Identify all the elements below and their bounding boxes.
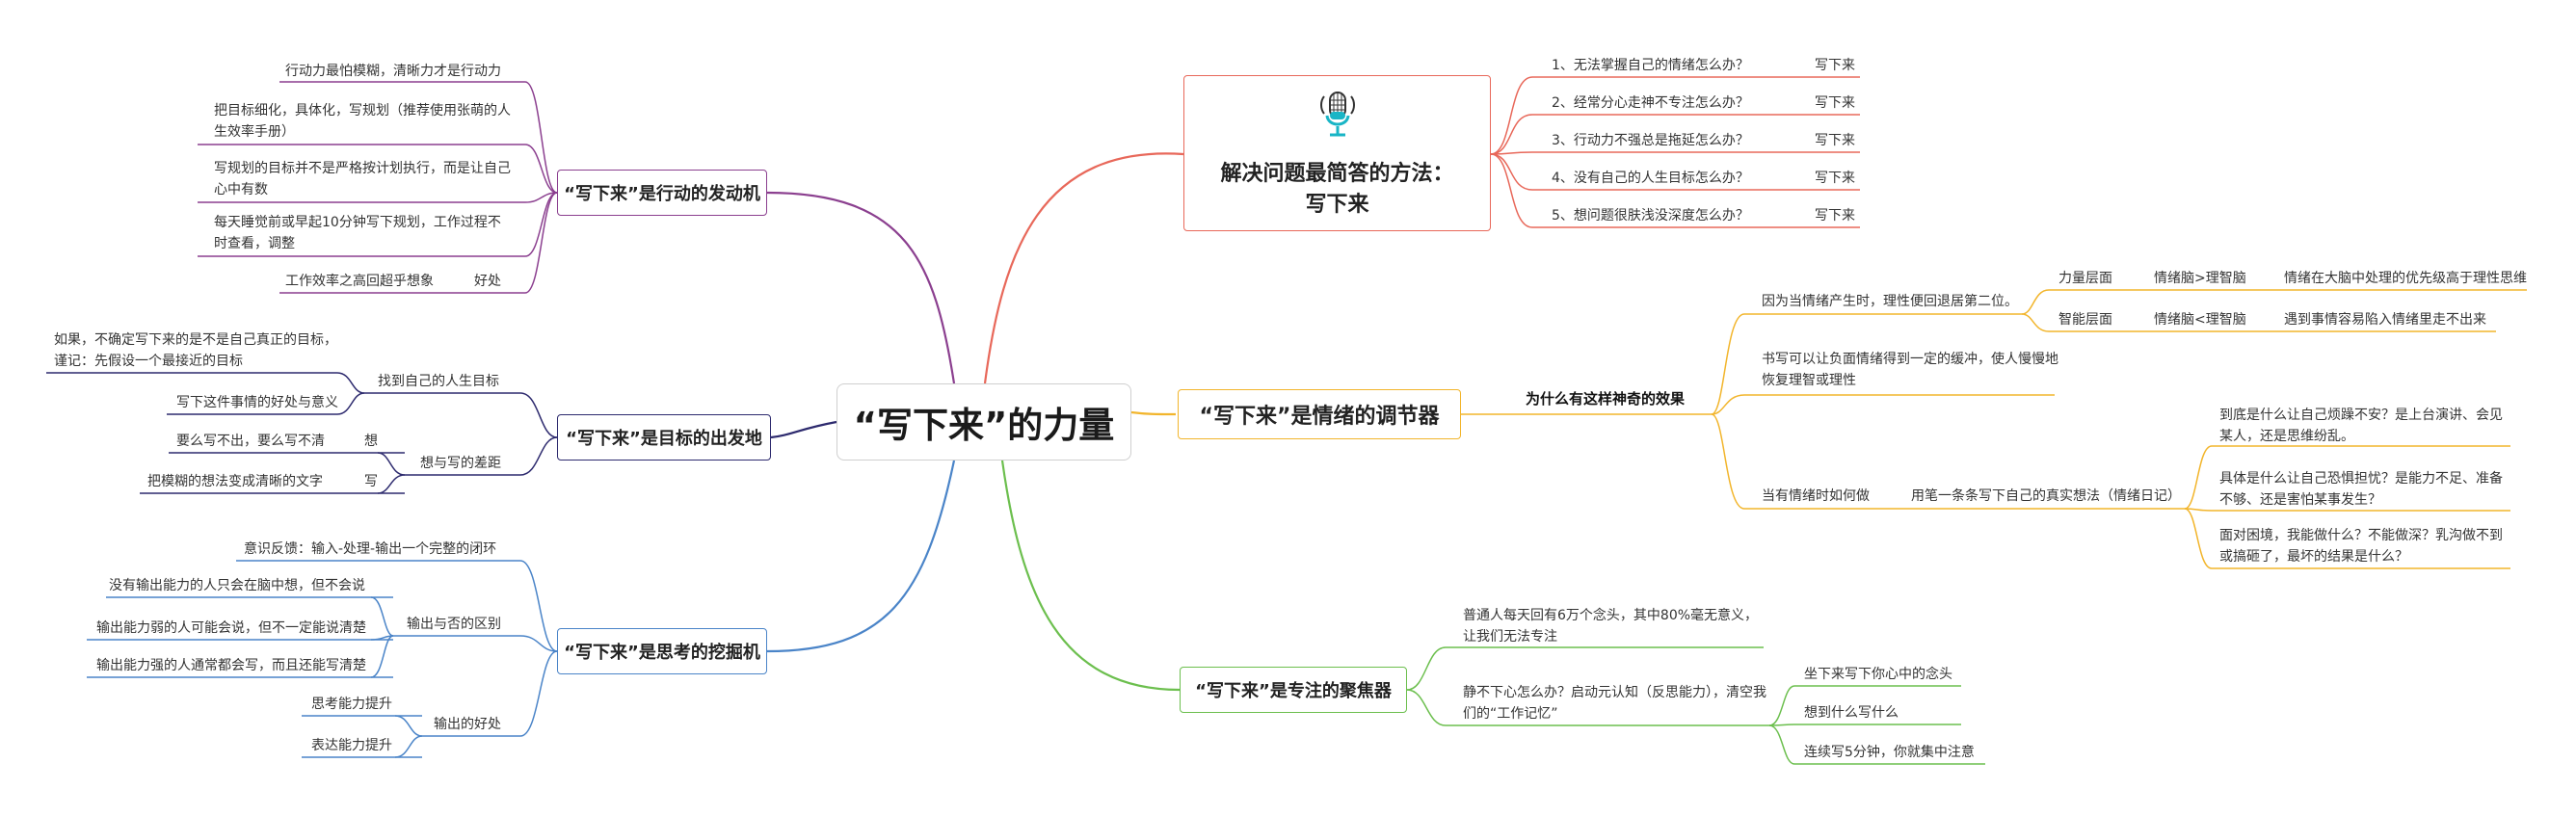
goal-find-item[interactable]: 写下这件事情的好处与意义 [176, 395, 338, 410]
connector-root-emotion [1130, 410, 1177, 416]
method-question[interactable]: 3、行动力不强总是拖延怎么办？ [1552, 133, 1749, 148]
thinking-diff-label[interactable]: 输出与否的区别 [407, 617, 501, 632]
goal-topic[interactable]: “写下来”是目标的出发地 [557, 414, 771, 461]
goal-gap-tag[interactable]: 想 [364, 434, 378, 449]
emotion-smart-relation[interactable]: 情绪脑<理智脑 [2154, 312, 2246, 328]
thinking-benefit-label[interactable]: 输出的好处 [434, 717, 501, 732]
emotion-smart-detail[interactable]: 遇到事情容易陷入情绪里走不出来 [2284, 312, 2486, 328]
action-topic[interactable]: “写下来”是行动的发动机 [557, 170, 767, 216]
emotion-question[interactable]: 具体是什么让自己恐惧担忧？是能力不足、准备不够、还是害怕某事发生？ [2219, 471, 2503, 508]
thinking-benefit-item[interactable]: 思考能力提升 [311, 697, 392, 712]
action-item[interactable]: 把目标细化，具体化，写规划（推荐使用张萌的人生效率手册） [214, 103, 511, 140]
emotion-why[interactable]: 为什么有这样神奇的效果 [1526, 390, 1686, 408]
goal-gap-label[interactable]: 想与写的差距 [420, 456, 501, 471]
method-title-line1: 解决问题最简答的方法： [1220, 162, 1454, 186]
emotion-how-label[interactable]: 当有情绪时如何做 [1762, 488, 1870, 504]
connector-root-method [983, 152, 1184, 384]
focus-calm-item[interactable]: 想到什么写什么 [1804, 705, 1899, 721]
action-item[interactable]: 行动力最怕模糊，清晰力才是行动力 [285, 64, 501, 79]
emotion-power-detail[interactable]: 情绪在大脑中处理的优先级高于理性思维 [2284, 271, 2527, 286]
thinking-diff-item[interactable]: 输出能力弱的人可能会说，但不一定能说清楚 [96, 620, 366, 636]
method-topic[interactable]: 解决问题最简答的方法： 写下来 [1183, 75, 1491, 231]
method-answer[interactable]: 写下来 [1815, 133, 1855, 148]
thinking-benefit-item[interactable]: 表达能力提升 [311, 738, 392, 753]
goal-find-label[interactable]: 找到自己的人生目标 [378, 374, 499, 389]
focus-calm-label[interactable]: 静不下心怎么办？启动元认知（反思能力），清空我们的“工作记忆” [1463, 685, 1766, 722]
focus-fact[interactable]: 普通人每天回有6万个念头，其中80%毫无意义，让我们无法专注 [1463, 608, 1759, 645]
emotion-power-label[interactable]: 力量层面 [2058, 271, 2112, 286]
root-topic[interactable]: “写下来”的力量 [837, 383, 1131, 461]
focus-calm-item[interactable]: 坐下来写下你心中的念头 [1804, 667, 1952, 682]
goal-gap-item[interactable]: 把模糊的想法变成清晰的文字 [147, 474, 323, 489]
emotion-smart-label[interactable]: 智能层面 [2058, 312, 2112, 328]
method-answer[interactable]: 写下来 [1815, 208, 1855, 224]
focus-calm-item[interactable]: 连续写5分钟，你就集中注意 [1804, 745, 1975, 760]
connector-root-focus [1000, 460, 1181, 692]
method-answer[interactable]: 写下来 [1815, 171, 1855, 186]
goal-gap-item[interactable]: 要么写不出，要么写不清 [176, 434, 325, 449]
microphone-icon [1319, 92, 1355, 137]
goal-gap-tag[interactable]: 写 [364, 474, 378, 489]
method-title-line2: 写下来 [1305, 193, 1369, 217]
connector-root-thinking [766, 460, 956, 653]
method-question[interactable]: 1、无法掌握自己的情绪怎么办？ [1552, 58, 1749, 73]
emotion-how-method[interactable]: 用笔一条条写下自己的真实想法（情绪日记） [1911, 488, 2181, 504]
thinking-diff-item[interactable]: 没有输出能力的人只会在脑中想，但不会说 [109, 578, 365, 593]
method-question[interactable]: 5、想问题很肤浅没深度怎么办？ [1552, 208, 1749, 224]
emotion-question[interactable]: 面对困境，我能做什么？不能做深？乳沟做不到或搞砸了，最坏的结果是什么？ [2219, 528, 2503, 565]
method-question[interactable]: 2、经常分心走神不专注怎么办？ [1552, 95, 1749, 111]
emotion-power-relation[interactable]: 情绪脑>理智脑 [2154, 271, 2246, 286]
thinking-item[interactable]: 意识反馈：输入-处理-输出一个完整的闭环 [244, 541, 497, 557]
action-benefit-tag[interactable]: 好处 [474, 274, 501, 289]
action-item[interactable]: 每天睡觉前或早起10分钟写下规划，工作过程不时查看，调整 [214, 215, 501, 251]
method-answer[interactable]: 写下来 [1815, 58, 1855, 73]
method-answer[interactable]: 写下来 [1815, 95, 1855, 111]
emotion-reason1[interactable]: 因为当情绪产生时，理性便回退居第二位。 [1762, 294, 2018, 309]
focus-topic[interactable]: “写下来”是专注的聚焦器 [1180, 667, 1407, 713]
emotion-reason2[interactable]: 书写可以让负面情绪得到一定的缓冲，使人慢慢地恢复理智或理性 [1762, 352, 2058, 388]
method-question[interactable]: 4、没有自己的人生目标怎么办？ [1552, 171, 1749, 186]
action-item[interactable]: 写规划的目标并不是严格按计划执行，而是让自己心中有数 [214, 161, 511, 197]
thinking-diff-item[interactable]: 输出能力强的人通常都会写，而且还能写清楚 [96, 658, 366, 673]
goal-find-item[interactable]: 如果，不确定写下来的是不是自己真正的目标，谨记：先假设一个最接近的目标 [54, 332, 337, 369]
thinking-topic[interactable]: “写下来”是思考的挖掘机 [557, 628, 767, 674]
emotion-topic[interactable]: “写下来”是情绪的调节器 [1178, 389, 1461, 439]
connector-root-action [766, 191, 956, 384]
connector-root-goal [770, 420, 837, 439]
action-item[interactable]: 工作效率之高回超乎想象 [285, 274, 434, 289]
emotion-question[interactable]: 到底是什么让自己烦躁不安？是上台演讲、会见某人，还是思维纷乱。 [2219, 408, 2503, 444]
